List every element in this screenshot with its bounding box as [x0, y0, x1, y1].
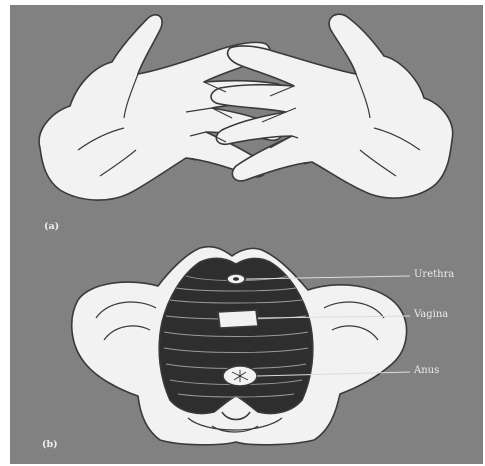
label-urethra: Urethra — [414, 269, 454, 280]
panel-label-a: (a) — [44, 221, 59, 232]
label-vagina: Vagina — [414, 309, 448, 320]
label-anus: Anus — [414, 365, 439, 376]
panel-label-b: (b) — [42, 439, 58, 450]
vagina-opening — [218, 310, 258, 328]
